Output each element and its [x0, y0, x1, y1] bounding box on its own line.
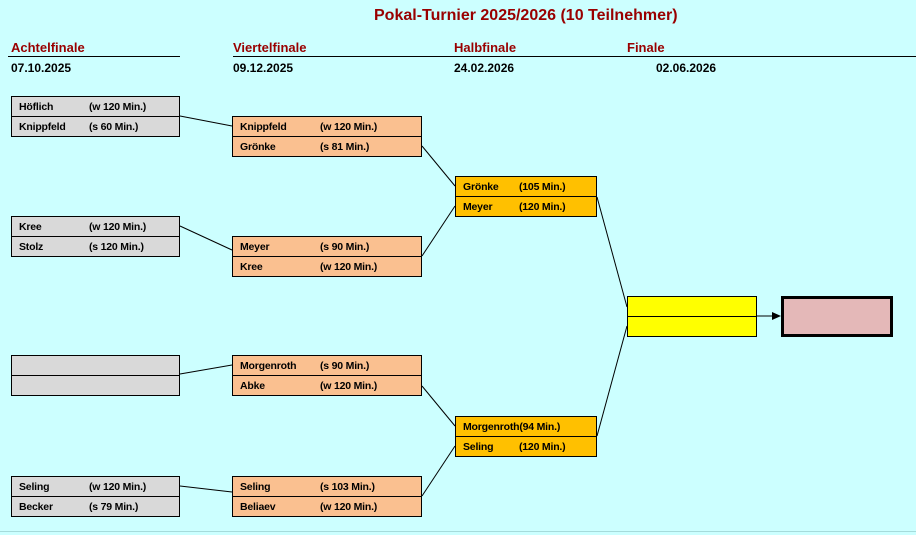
match-row: Beliaev (w 120 Min.)	[233, 496, 421, 516]
player-result: (94 Min.)	[519, 420, 561, 433]
player-result: (120 Min.)	[519, 200, 566, 213]
page-title: Pokal-Turnier 2025/2026 (10 Teilnehmer)	[374, 7, 678, 24]
match-finale	[627, 296, 757, 337]
match-viertelfinale-4: Seling (s 103 Min.) Beliaev (w 120 Min.)	[232, 476, 422, 517]
match-achtelfinale-4: Seling (w 120 Min.) Becker (s 79 Min.)	[11, 476, 180, 517]
match-viertelfinale-1: Knippfeld (w 120 Min.) Grönke (s 81 Min.…	[232, 116, 422, 157]
player-name: Meyer	[463, 200, 493, 213]
round-date-achtelfinale: 07.10.2025	[11, 61, 72, 75]
match-achtelfinale-2: Kree (w 120 Min.) Stolz (s 120 Min.)	[11, 216, 180, 257]
player-result: (w 120 Min.)	[320, 379, 378, 392]
match-viertelfinale-2: Meyer (s 90 Min.) Kree (w 120 Min.)	[232, 236, 422, 277]
match-row: Knippfeld (w 120 Min.)	[233, 117, 421, 136]
match-row: Grönke (105 Min.)	[456, 177, 596, 196]
match-row	[628, 316, 756, 336]
round-header-finale: Finale	[627, 40, 665, 55]
player-result: (w 120 Min.)	[320, 500, 378, 513]
match-achtelfinale-1: Höflich (w 120 Min.) Knippfeld (s 60 Min…	[11, 96, 180, 137]
match-row: Seling (w 120 Min.)	[12, 477, 179, 496]
match-row: Höflich (w 120 Min.)	[12, 97, 179, 116]
player-name: Kree	[19, 220, 42, 233]
match-row: Stolz (s 120 Min.)	[12, 236, 179, 256]
header-underline-left	[8, 56, 180, 57]
header-underline-right	[233, 56, 916, 57]
player-name: Morgenroth	[240, 359, 297, 372]
match-row	[12, 375, 179, 395]
player-name: Seling	[19, 480, 50, 493]
match-row: Morgenroth (s 90 Min.)	[233, 356, 421, 375]
match-row: Grönke (s 81 Min.)	[233, 136, 421, 156]
round-header-viertelfinale: Viertelfinale	[233, 40, 307, 55]
match-row: Meyer (s 90 Min.)	[233, 237, 421, 256]
match-achtelfinale-3	[11, 355, 180, 396]
match-viertelfinale-3: Morgenroth (s 90 Min.) Abke (w 120 Min.)	[232, 355, 422, 396]
player-name: Knippfeld	[19, 120, 66, 133]
match-halbfinale-2: Morgenroth (94 Min.) Seling (120 Min.)	[455, 416, 597, 457]
player-name: Beliaev	[240, 500, 276, 513]
player-result: (w 120 Min.)	[320, 260, 378, 273]
player-name: Morgenroth	[463, 420, 520, 433]
match-row: Abke (w 120 Min.)	[233, 375, 421, 395]
match-halbfinale-1: Grönke (105 Min.) Meyer (120 Min.)	[455, 176, 597, 217]
match-row	[628, 297, 756, 316]
player-name: Seling	[463, 440, 494, 453]
player-result: (s 90 Min.)	[320, 240, 370, 253]
round-date-halbfinale: 24.02.2026	[454, 61, 515, 75]
bottom-edge-line	[0, 531, 916, 532]
player-name: Grönke	[463, 180, 499, 193]
player-result: (w 120 Min.)	[89, 480, 147, 493]
round-date-finale: 02.06.2026	[656, 61, 717, 75]
match-row: Seling (120 Min.)	[456, 436, 596, 456]
match-row: Kree (w 120 Min.)	[233, 256, 421, 276]
arrowhead-icon	[772, 312, 781, 320]
player-result: (s 81 Min.)	[320, 140, 370, 153]
player-name: Höflich	[19, 100, 54, 113]
player-name: Seling	[240, 480, 271, 493]
player-name: Grönke	[240, 140, 276, 153]
round-header-achtelfinale: Achtelfinale	[11, 40, 85, 55]
player-result: (s 103 Min.)	[320, 480, 375, 493]
match-row: Morgenroth (94 Min.)	[456, 417, 596, 436]
player-result: (s 90 Min.)	[320, 359, 370, 372]
round-date-viertelfinale: 09.12.2025	[233, 61, 294, 75]
match-row: Seling (s 103 Min.)	[233, 477, 421, 496]
player-name: Becker	[19, 500, 53, 513]
player-name: Stolz	[19, 240, 44, 253]
match-row: Knippfeld (s 60 Min.)	[12, 116, 179, 136]
match-row: Becker (s 79 Min.)	[12, 496, 179, 516]
winner-box	[781, 296, 893, 337]
player-name: Abke	[240, 379, 265, 392]
player-result: (w 120 Min.)	[89, 220, 147, 233]
round-header-halbfinale: Halbfinale	[454, 40, 517, 55]
player-result: (w 120 Min.)	[320, 120, 378, 133]
match-row	[12, 356, 179, 375]
player-name: Kree	[240, 260, 263, 273]
player-result: (105 Min.)	[519, 180, 566, 193]
player-name: Meyer	[240, 240, 270, 253]
match-row: Kree (w 120 Min.)	[12, 217, 179, 236]
player-result: (s 79 Min.)	[89, 500, 139, 513]
player-result: (s 60 Min.)	[89, 120, 139, 133]
match-row: Meyer (120 Min.)	[456, 196, 596, 216]
player-result: (w 120 Min.)	[89, 100, 147, 113]
player-result: (s 120 Min.)	[89, 240, 144, 253]
player-result: (120 Min.)	[519, 440, 566, 453]
player-name: Knippfeld	[240, 120, 287, 133]
